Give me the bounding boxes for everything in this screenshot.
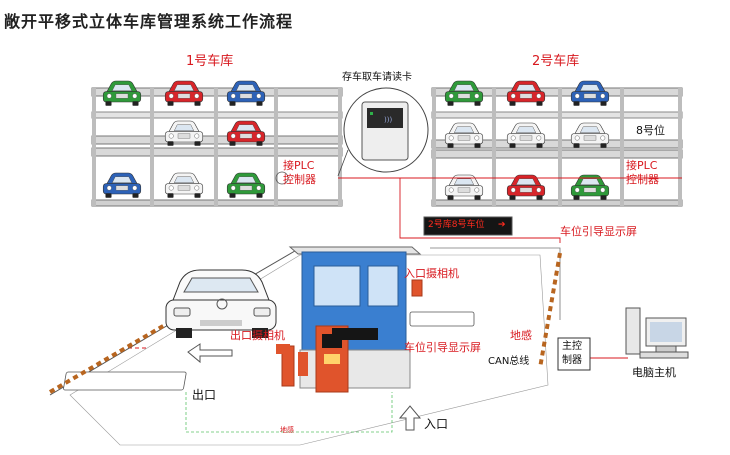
- garage-2-label: 2号车库: [532, 54, 580, 69]
- ground-sensor-label-right: 地感: [510, 329, 532, 342]
- exit-label: 出口: [192, 388, 217, 402]
- garage-2-plc-line1: 接PLC: [626, 159, 658, 172]
- exit-camera-label: 出口摄相机: [230, 329, 285, 342]
- garage-1-label: 1号车库: [186, 54, 234, 69]
- ground-sensor-label-bottom: 地感: [280, 426, 294, 434]
- ground-sensor-loop: [185, 392, 393, 433]
- card-reader-label: 存车取车请读卡: [342, 72, 412, 83]
- card-reader-callout: ))): [337, 87, 429, 177]
- garage-2-plc-line2: 控制器: [626, 173, 659, 186]
- exit-barrier-gate: [276, 344, 295, 387]
- led-sign-text: 2号库8号车位: [428, 220, 485, 230]
- main-controller-line2: 制器: [562, 355, 582, 366]
- led-sign-arrow: ➔: [498, 220, 506, 230]
- entry-barrier-arm: [538, 252, 562, 369]
- can-bus-label: CAN总线: [488, 356, 530, 367]
- garage-1-plc-line1: 接PLC: [283, 159, 315, 172]
- front-car: [165, 269, 277, 338]
- main-controller-box: [557, 337, 591, 371]
- entry-arrow: [398, 405, 422, 431]
- exit-arrow: [187, 343, 233, 364]
- diagram-title: 敞开平移式立体车库管理系统工作流程: [4, 12, 294, 31]
- guide-screen-led: [332, 328, 378, 340]
- toll-booth: [288, 246, 422, 389]
- svg-text:))): ))): [384, 116, 392, 124]
- plc-port-1: [275, 171, 289, 185]
- garage-2-cars: [444, 80, 610, 201]
- garage-1-structure: [91, 87, 343, 207]
- main-controller-line1: 主控: [562, 341, 582, 352]
- garage-2-structure: [431, 87, 683, 207]
- entry-label: 入口: [424, 417, 449, 431]
- entrance-camera-label: 入口摄相机: [404, 267, 459, 280]
- led-sign: [423, 216, 513, 236]
- led-sign-label: 车位引导显示屏: [560, 225, 637, 238]
- garage-1-plc-line2: 控制器: [283, 173, 316, 186]
- computer-label: 电脑主机: [632, 366, 676, 379]
- computer: [625, 307, 689, 359]
- guide-screen-label-bottom: 车位引导显示屏: [404, 341, 481, 354]
- entrance-camera-post: [411, 279, 423, 297]
- garage-2-slot-label: 8号位: [636, 124, 665, 137]
